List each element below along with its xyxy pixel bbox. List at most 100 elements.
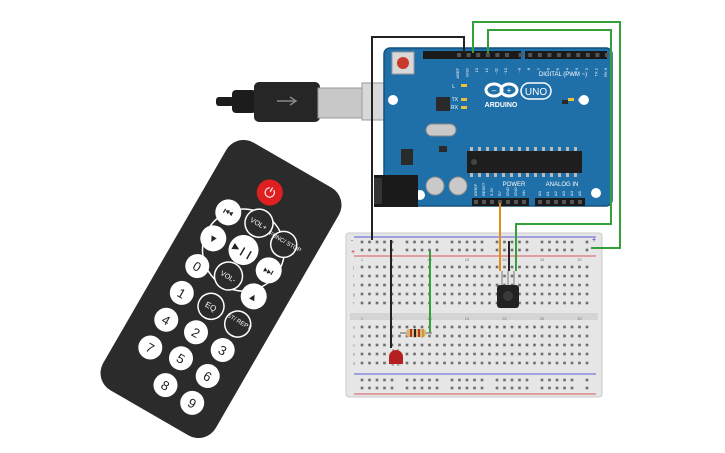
breadboard-hole[interactable] xyxy=(383,325,386,329)
breadboard-hole[interactable] xyxy=(495,361,499,365)
breadboard-hole[interactable] xyxy=(570,283,574,287)
breadboard-hole[interactable] xyxy=(450,343,454,347)
breadboard-hole[interactable] xyxy=(405,352,409,356)
breadboard-hole[interactable] xyxy=(413,283,416,287)
breadboard-hole[interactable] xyxy=(570,334,574,338)
breadboard-hole[interactable] xyxy=(495,334,499,338)
digital-pin-hole[interactable] xyxy=(476,53,481,57)
breadboard-hole[interactable] xyxy=(585,334,589,338)
power-button[interactable] xyxy=(252,175,288,211)
breadboard-hole[interactable] xyxy=(533,292,536,296)
rail-hole[interactable] xyxy=(390,378,394,382)
rail-hole[interactable] xyxy=(503,240,506,244)
breadboard-hole[interactable] xyxy=(540,334,544,338)
breadboard-hole[interactable] xyxy=(488,334,491,338)
rail-hole[interactable] xyxy=(405,386,409,390)
digit-3-button[interactable] xyxy=(206,334,239,367)
breadboard-hole[interactable] xyxy=(420,292,424,296)
rail-hole[interactable] xyxy=(458,248,461,252)
breadboard-hole[interactable] xyxy=(398,274,401,278)
breadboard-hole[interactable] xyxy=(398,343,401,347)
breadboard-hole[interactable] xyxy=(383,283,386,287)
breadboard-hole[interactable] xyxy=(443,334,446,338)
breadboard-hole[interactable] xyxy=(405,325,409,329)
breadboard-hole[interactable] xyxy=(533,361,536,365)
breadboard-hole[interactable] xyxy=(555,325,559,329)
breadboard-hole[interactable] xyxy=(443,361,446,365)
breadboard-hole[interactable] xyxy=(480,301,484,305)
breadboard-hole[interactable] xyxy=(465,301,469,305)
breadboard-hole[interactable] xyxy=(383,343,386,347)
breadboard-hole[interactable] xyxy=(540,283,544,287)
breadboard-hole[interactable] xyxy=(368,274,371,278)
breadboard-hole[interactable] xyxy=(570,343,574,347)
breadboard-hole[interactable] xyxy=(525,334,529,338)
breadboard-hole[interactable] xyxy=(480,283,484,287)
analog-pin-hole[interactable] xyxy=(570,200,574,204)
breadboard-hole[interactable] xyxy=(488,301,491,305)
rail-hole[interactable] xyxy=(540,248,544,252)
breadboard-hole[interactable] xyxy=(540,325,544,329)
rail-hole[interactable] xyxy=(510,378,514,382)
breadboard-hole[interactable] xyxy=(450,265,454,269)
breadboard-hole[interactable] xyxy=(360,343,364,347)
rail-hole[interactable] xyxy=(555,248,559,252)
breadboard-hole[interactable] xyxy=(555,334,559,338)
rail-hole[interactable] xyxy=(555,378,559,382)
rail-hole[interactable] xyxy=(503,248,506,252)
breadboard-hole[interactable] xyxy=(473,292,476,296)
breadboard-hole[interactable] xyxy=(398,325,401,329)
rail-hole[interactable] xyxy=(383,378,386,382)
breadboard-hole[interactable] xyxy=(585,274,589,278)
breadboard-hole[interactable] xyxy=(413,325,416,329)
rail-hole[interactable] xyxy=(518,386,521,390)
breadboard-hole[interactable] xyxy=(450,283,454,287)
breadboard-hole[interactable] xyxy=(360,265,364,269)
breadboard-hole[interactable] xyxy=(510,361,514,365)
rail-hole[interactable] xyxy=(450,386,454,390)
breadboard-hole[interactable] xyxy=(420,343,424,347)
breadboard-hole[interactable] xyxy=(510,265,514,269)
power-pin-hole[interactable] xyxy=(498,200,502,204)
breadboard-hole[interactable] xyxy=(420,361,424,365)
analog-pin-hole[interactable] xyxy=(554,200,558,204)
breadboard-hole[interactable] xyxy=(413,343,416,347)
rail-hole[interactable] xyxy=(360,386,364,390)
rail-hole[interactable] xyxy=(525,248,529,252)
breadboard-hole[interactable] xyxy=(435,352,439,356)
rail-hole[interactable] xyxy=(360,378,364,382)
breadboard-hole[interactable] xyxy=(443,352,446,356)
st-rept-button[interactable] xyxy=(220,306,256,342)
breadboard-hole[interactable] xyxy=(510,343,514,347)
breadboard-hole[interactable] xyxy=(368,343,371,347)
digital-pin-hole[interactable] xyxy=(495,53,500,57)
rail-hole[interactable] xyxy=(540,386,544,390)
breadboard-hole[interactable] xyxy=(585,352,589,356)
breadboard-hole[interactable] xyxy=(465,292,469,296)
breadboard-hole[interactable] xyxy=(555,352,559,356)
breadboard-hole[interactable] xyxy=(383,274,386,278)
breadboard-hole[interactable] xyxy=(405,265,409,269)
breadboard-hole[interactable] xyxy=(555,292,559,296)
breadboard-hole[interactable] xyxy=(473,352,476,356)
breadboard-hole[interactable] xyxy=(533,265,536,269)
breadboard-hole[interactable] xyxy=(495,325,499,329)
ir-receiver[interactable] xyxy=(497,271,519,308)
breadboard-hole[interactable] xyxy=(398,265,401,269)
rail-hole[interactable] xyxy=(585,386,589,390)
breadboard-hole[interactable] xyxy=(548,334,551,338)
breadboard-hole[interactable] xyxy=(420,274,424,278)
digit-0-button[interactable] xyxy=(181,250,214,283)
rail-hole[interactable] xyxy=(510,240,514,244)
vol-down-button[interactable] xyxy=(209,257,247,295)
breadboard-hole[interactable] xyxy=(435,334,439,338)
breadboard-hole[interactable] xyxy=(510,274,514,278)
breadboard-hole[interactable] xyxy=(458,292,461,296)
breadboard-hole[interactable] xyxy=(578,292,581,296)
digit-2-button[interactable] xyxy=(180,316,213,349)
breadboard-hole[interactable] xyxy=(383,301,386,305)
breadboard-hole[interactable] xyxy=(360,352,364,356)
breadboard-hole[interactable] xyxy=(473,301,476,305)
breadboard-hole[interactable] xyxy=(525,292,529,296)
breadboard-hole[interactable] xyxy=(525,361,529,365)
